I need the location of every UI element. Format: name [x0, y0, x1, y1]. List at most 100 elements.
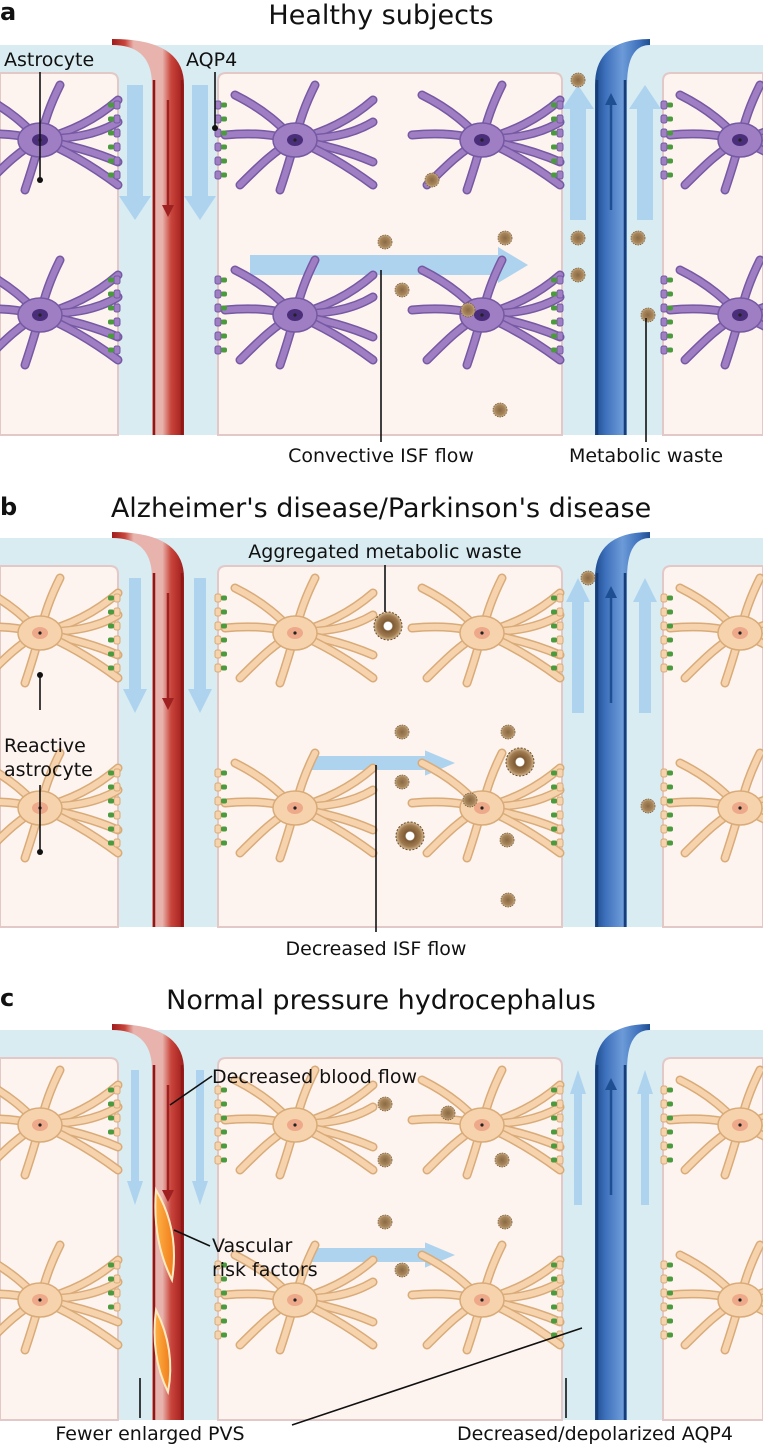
endfoot — [214, 810, 222, 820]
aqp4-channel — [551, 319, 557, 325]
aqp4-channel — [667, 1115, 673, 1121]
aqp4-channel — [667, 1157, 673, 1163]
astrocyte — [220, 573, 378, 688]
aqp4-channel — [551, 277, 557, 283]
aqp4-channel — [551, 1143, 557, 1149]
aqp4-channel — [667, 333, 673, 339]
endfoot — [556, 1302, 564, 1312]
aqp4-channel — [108, 651, 114, 657]
endfoot — [556, 1141, 564, 1151]
astrocyte-nucleolus — [480, 1298, 484, 1302]
endfoot — [556, 796, 564, 806]
vein — [595, 532, 650, 927]
leader-dot — [37, 177, 43, 183]
isf-flow-arrow — [310, 750, 455, 776]
endfoot — [214, 317, 222, 327]
astrocyte-nucleolus — [738, 1298, 742, 1302]
astrocyte — [665, 573, 763, 688]
endfoot — [113, 663, 121, 673]
aqp4-channel — [667, 1262, 673, 1268]
aqp4-channel — [221, 1318, 227, 1324]
endfoot — [214, 621, 222, 631]
metabolic-waste — [497, 1214, 513, 1230]
endfoot — [660, 128, 668, 138]
aggregated-waste-label: Aggregated metabolic waste — [248, 541, 521, 563]
csf-flow-arrow — [184, 85, 216, 220]
panel-title: Alzheimer's disease/Parkinson's disease — [111, 493, 651, 524]
aqp4-channel — [108, 130, 114, 136]
endfoot — [660, 1302, 668, 1312]
endfoot — [660, 796, 668, 806]
metabolic-waste — [494, 1152, 510, 1168]
astrocyte — [665, 255, 763, 370]
endfoot — [660, 331, 668, 341]
aqp4-channel — [221, 305, 227, 311]
endfoot — [214, 303, 222, 313]
endfoot — [214, 1113, 222, 1123]
aqp4-channel — [551, 595, 557, 601]
endfoot — [113, 317, 121, 327]
endfoot — [214, 1302, 222, 1312]
isf-flow-arrow — [250, 247, 528, 283]
endfoot — [113, 810, 121, 820]
csf-flow-arrow — [119, 85, 151, 220]
astrocyte — [220, 255, 378, 370]
aqp4-channel — [221, 812, 227, 818]
aqp4-channel — [221, 130, 227, 136]
metabolic-waste — [570, 72, 586, 88]
aqp4-channel — [108, 116, 114, 122]
panel-letter: a — [0, 0, 16, 26]
decreased-isf-label: Decreased ISF flow — [286, 938, 467, 960]
endfoot — [556, 663, 564, 673]
endfoot — [113, 838, 121, 848]
aqp4-channel — [221, 665, 227, 671]
vascular-plaque — [154, 1186, 175, 1284]
endfoot — [214, 1141, 222, 1151]
aqp4-channel — [108, 665, 114, 671]
aqp4-channel — [551, 637, 557, 643]
aqp4-channel — [108, 158, 114, 164]
aqp4-channel — [108, 333, 114, 339]
astrocyte-nucleolus — [38, 631, 42, 635]
metabolic-waste — [440, 1105, 456, 1121]
leader-line — [169, 1075, 213, 1106]
endfoot — [113, 607, 121, 617]
metabolic-waste — [630, 230, 646, 246]
aqp4-channel — [667, 305, 673, 311]
endfoot — [660, 1288, 668, 1298]
endfoot — [556, 621, 564, 631]
fewer-pvs-label: Fewer enlarged PVS — [55, 1423, 244, 1445]
aqp4-channel — [108, 1101, 114, 1107]
aqp4-channel — [108, 595, 114, 601]
metabolic-waste — [570, 230, 586, 246]
artery — [112, 39, 184, 435]
endfoot — [556, 1260, 564, 1270]
aqp4-channel — [221, 798, 227, 804]
endfoot — [113, 114, 121, 124]
aqp4-channel — [108, 1115, 114, 1121]
endfoot — [113, 275, 121, 285]
endfoot — [113, 593, 121, 603]
endfoot — [660, 838, 668, 848]
aqp4-channel — [667, 158, 673, 164]
endfoot — [556, 142, 564, 152]
blood-flow-arrowhead — [162, 1190, 174, 1202]
endfoot — [113, 1127, 121, 1137]
endfoot — [660, 1099, 668, 1109]
astrocyte — [665, 748, 763, 863]
astrocyte-nucleolus — [293, 138, 297, 142]
metabolic-waste — [377, 1152, 393, 1168]
aqp4-channel — [667, 826, 673, 832]
aqp4-channel — [221, 1332, 227, 1338]
csf-flow-arrow — [633, 578, 657, 713]
aqp4-channel — [551, 305, 557, 311]
aqp4-channel — [551, 116, 557, 122]
endfoot — [556, 1155, 564, 1165]
aqp4-channel — [667, 1129, 673, 1135]
endfoot — [556, 317, 564, 327]
endfoot — [660, 345, 668, 355]
artery — [112, 1024, 184, 1420]
aqp4-channel — [221, 1290, 227, 1296]
endfoot — [214, 838, 222, 848]
aqp4-channel — [667, 291, 673, 297]
